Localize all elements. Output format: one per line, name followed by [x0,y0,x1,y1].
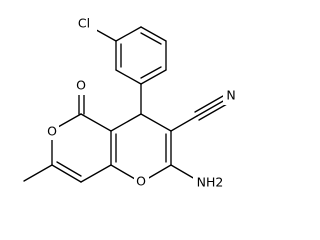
lactone-oxygen-label: O [47,124,57,139]
bond-cn-triple-a [196,99,226,117]
carbonyl-oxygen-label: O [76,78,86,93]
pyran-oxygen-label: O [136,174,146,189]
nitrile-nitrogen-label: N [226,88,235,103]
bond-phenyl-c6-c1-inner [140,66,162,79]
bonds [23,26,228,183]
amine-label-bg [193,173,227,193]
bond-o1-c8a [110,164,136,180]
carbonyl-o-label-bg [74,79,89,95]
bond-c2-nh2 [170,164,196,180]
bond-phenyl-c4-c5 [140,26,167,42]
bond-c7-c8 [51,164,82,183]
bond-c8-c8a [80,164,112,183]
molecule-canvas: Cl O O O N NH2 [23,15,240,193]
bond-c4-c3 [140,113,172,132]
atom-labels: Cl O O O N NH2 [44,16,240,193]
lactone-o-label-bg [44,124,59,140]
amine-label: NH2 [197,175,224,190]
bond-c7-c8-inner [56,161,82,177]
bond-cn-triple-b [194,95,224,113]
bond-phenyl-c1-c2 [115,69,142,85]
bond-c5-o6 [57,113,82,128]
pyran-o-label-bg [134,174,149,190]
nitrile-n-label-bg [223,88,240,105]
bond-c4a-c5 [80,113,112,132]
bond-c7-methyl [23,164,53,182]
chlorine-label: Cl [78,16,90,31]
bond-phenyl-c3-c4 [115,26,142,42]
bond-phenyl-c6-c1 [140,69,167,85]
cl-label-bg [73,16,97,33]
bond-phenyl-c4-c5-inner [140,32,162,45]
bond-c2-o1 [146,164,172,180]
bond-cn-triple-c [198,103,228,121]
bond-c4-c4a [110,113,142,132]
molecular-structure-diagram: Cl O O O N NH2 [23,15,240,193]
bond-c3-cn [170,115,198,132]
